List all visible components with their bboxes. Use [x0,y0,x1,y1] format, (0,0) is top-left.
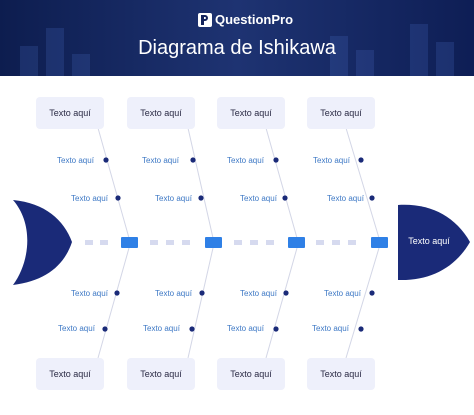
cause-label: Texto aquí [227,156,264,165]
spine [85,240,356,245]
cause-label: Texto aquí [312,324,349,333]
category-box-top: Texto aquí [127,97,195,129]
header-banner: QuestionPro Diagrama de Ishikawa [0,0,474,76]
cause-label: Texto aquí [324,289,361,298]
fish-head [398,204,470,281]
spine-joints [121,237,388,248]
cause-label: Texto aquí [227,324,264,333]
category-box-bottom: Texto aquí [307,358,375,390]
cause-label: Texto aquí [155,289,192,298]
cause-label: Texto aquí [240,289,277,298]
category-box-bottom: Texto aquí [217,358,285,390]
questionpro-logo-icon [198,13,212,27]
category-box-bottom: Texto aquí [127,358,195,390]
cause-label: Texto aquí [240,194,277,203]
cause-label: Texto aquí [71,194,108,203]
category-box-top: Texto aquí [217,97,285,129]
cause-dots [102,157,375,332]
cause-label: Texto aquí [313,156,350,165]
effect-label: Texto aquí [408,236,450,246]
brand-name: QuestionPro [215,12,294,27]
cause-label: Texto aquí [142,156,179,165]
category-box-top: Texto aquí [36,97,104,129]
cause-label: Texto aquí [327,194,364,203]
cause-label: Texto aquí [155,194,192,203]
category-box-bottom: Texto aquí [36,358,104,390]
spine-joint [205,237,222,248]
cause-label: Texto aquí [71,289,108,298]
spine-joint [371,237,388,248]
page-title: Diagrama de Ishikawa [138,37,336,59]
fish-tail [13,200,72,285]
bones [97,127,380,359]
category-box-top: Texto aquí [307,97,375,129]
cause-label: Texto aquí [57,156,94,165]
cause-label: Texto aquí [143,324,180,333]
cause-label: Texto aquí [58,324,95,333]
spine-joint [288,237,305,248]
spine-joint [121,237,138,248]
